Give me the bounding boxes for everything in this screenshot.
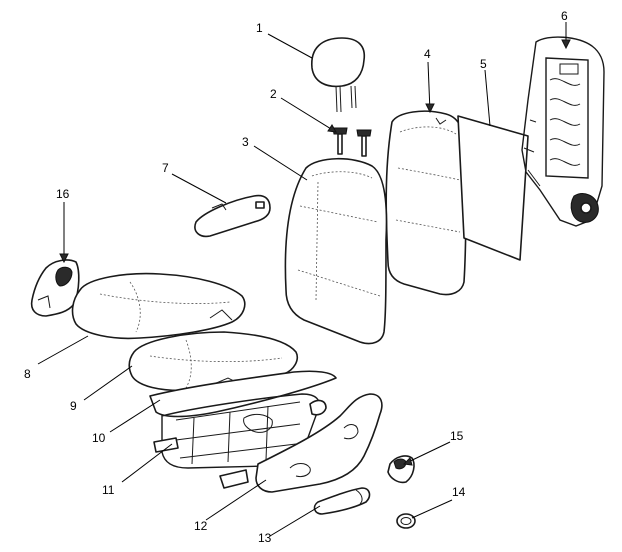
- leader-lines: [37, 22, 567, 537]
- part-seatback-frame: [521, 36, 605, 227]
- callout-11: 11: [102, 483, 115, 497]
- part-armrest: [194, 194, 271, 238]
- callout-1: 1: [256, 21, 263, 35]
- callout-7: 7: [162, 161, 169, 175]
- part-cushion-cover: [71, 272, 246, 340]
- part-seat-track: [153, 393, 327, 489]
- callout-14: 14: [452, 485, 466, 499]
- callout-15: 15: [450, 429, 464, 443]
- part-seatback-pad: [457, 115, 529, 261]
- part-recliner-lever: [313, 487, 371, 515]
- part-side-shield: [255, 393, 383, 493]
- part-seatback-foam: [284, 157, 388, 345]
- callout-3: 3: [242, 135, 249, 149]
- part-headrest: [311, 37, 366, 113]
- callout-4: 4: [424, 47, 431, 61]
- part-ring-clip: [396, 513, 416, 529]
- callout-8: 8: [24, 367, 31, 381]
- callout-6: 6: [561, 9, 568, 23]
- callout-5: 5: [480, 57, 487, 71]
- callout-2: 2: [270, 87, 277, 101]
- leader-arrowheads: [59, 39, 571, 466]
- part-seat-pad-sheet: [149, 370, 337, 418]
- part-side-trim: [30, 259, 80, 317]
- callout-9: 9: [70, 399, 77, 413]
- part-headrest-guides: [332, 127, 372, 157]
- callout-13: 13: [258, 531, 272, 545]
- callout-10: 10: [92, 431, 106, 445]
- callout-numbers: 1 2 3 4 5 6 7 8 9 10 11 12 13 14 15 16: [24, 9, 568, 545]
- part-seatback-cover: [385, 110, 468, 296]
- callout-12: 12: [194, 519, 208, 533]
- callout-16: 16: [56, 187, 70, 201]
